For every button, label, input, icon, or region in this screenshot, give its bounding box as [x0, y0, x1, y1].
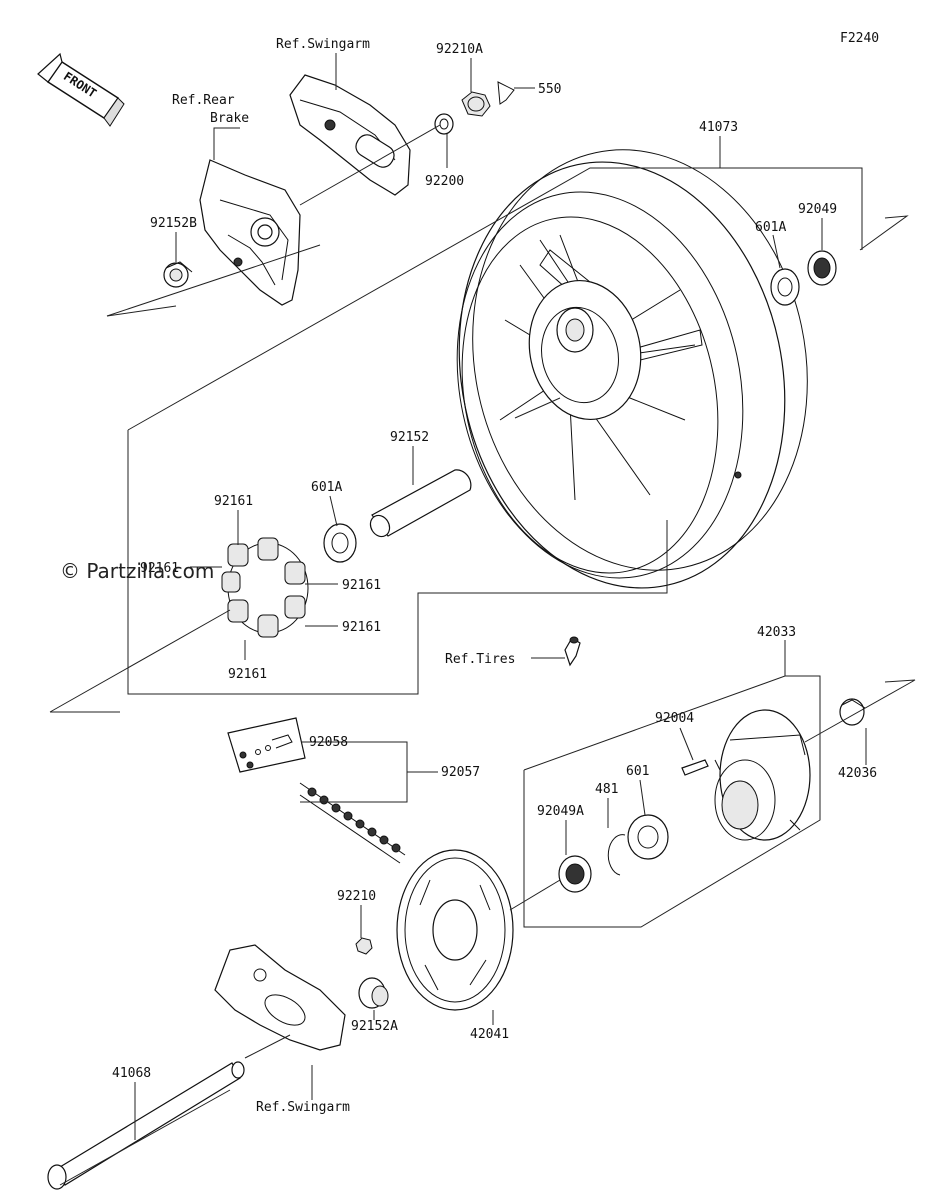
label-brake: Brake — [210, 111, 249, 126]
oil-seal-92049A — [558, 855, 592, 893]
tire-valve — [564, 636, 581, 667]
collar-92152A — [358, 977, 389, 1009]
label-42041: 42041 — [470, 1027, 509, 1042]
label-92049A: 92049A — [537, 804, 584, 819]
watermark: © Partzilla.com — [60, 559, 214, 583]
sprocket-42041 — [396, 849, 514, 1011]
label-92161-top: 92161 — [214, 494, 253, 509]
label-481: 481 — [595, 782, 618, 797]
leader-lines — [49, 53, 916, 1186]
diagram-code: F2240 — [840, 31, 879, 46]
label-41068: 41068 — [112, 1066, 151, 1081]
circlip-481 — [607, 834, 626, 876]
washer-92200 — [434, 113, 454, 135]
collar-92152B — [163, 261, 193, 288]
oil-seal-92049 — [807, 250, 837, 286]
collar-92152 — [369, 469, 472, 538]
label-601A-right: 601A — [755, 220, 786, 235]
label-92161-right2: 92161 — [342, 620, 381, 635]
label-92004: 92004 — [655, 711, 694, 726]
label-41073: 41073 — [699, 120, 738, 135]
stud-92004 — [681, 759, 709, 776]
cotter-pin-550 — [497, 81, 515, 105]
label-550: 550 — [538, 82, 561, 97]
bearing-601A-right — [770, 268, 800, 306]
bearing-601 — [627, 814, 669, 860]
label-ref-rear: Ref.Rear — [172, 93, 235, 108]
label-92210A: 92210A — [436, 42, 483, 57]
label-92161-bottom: 92161 — [228, 667, 267, 682]
nut-92210A — [461, 91, 491, 117]
label-92210: 92210 — [337, 889, 376, 904]
label-92161-right1: 92161 — [342, 578, 381, 593]
chain-92057 — [227, 717, 406, 864]
label-ref-swingarm-bottom: Ref.Swingarm — [256, 1100, 350, 1115]
label-ref-swingarm-top: Ref.Swingarm — [276, 37, 370, 52]
wheel-damper-92161 — [221, 537, 309, 638]
label-92049: 92049 — [798, 202, 837, 217]
label-92152A: 92152A — [351, 1019, 398, 1034]
rear-wheel-41073 — [456, 149, 808, 589]
axle-41068 — [47, 1061, 245, 1190]
collar-42036 — [839, 698, 866, 726]
label-42036: 42036 — [838, 766, 877, 781]
swingarm-bracket-top — [289, 74, 411, 196]
sprocket-hub-42033 — [714, 709, 811, 841]
front-arrow-icon: FRONT — [37, 52, 125, 127]
nut-92210 — [355, 937, 373, 955]
label-92057: 92057 — [441, 765, 480, 780]
label-92161-left: 92161 — [140, 561, 179, 576]
label-92152B: 92152B — [150, 216, 197, 231]
label-92200: 92200 — [425, 174, 464, 189]
label-601A-left: 601A — [311, 480, 342, 495]
label-42033: 42033 — [757, 625, 796, 640]
label-92058: 92058 — [309, 735, 348, 750]
swingarm-bracket-bottom — [214, 944, 346, 1051]
bracket-41073 — [127, 167, 863, 695]
label-92152: 92152 — [390, 430, 429, 445]
bearing-601A-left — [323, 523, 357, 563]
label-ref-tires: Ref.Tires — [445, 652, 515, 667]
label-601: 601 — [626, 764, 649, 779]
rear-brake-bracket — [199, 159, 301, 306]
